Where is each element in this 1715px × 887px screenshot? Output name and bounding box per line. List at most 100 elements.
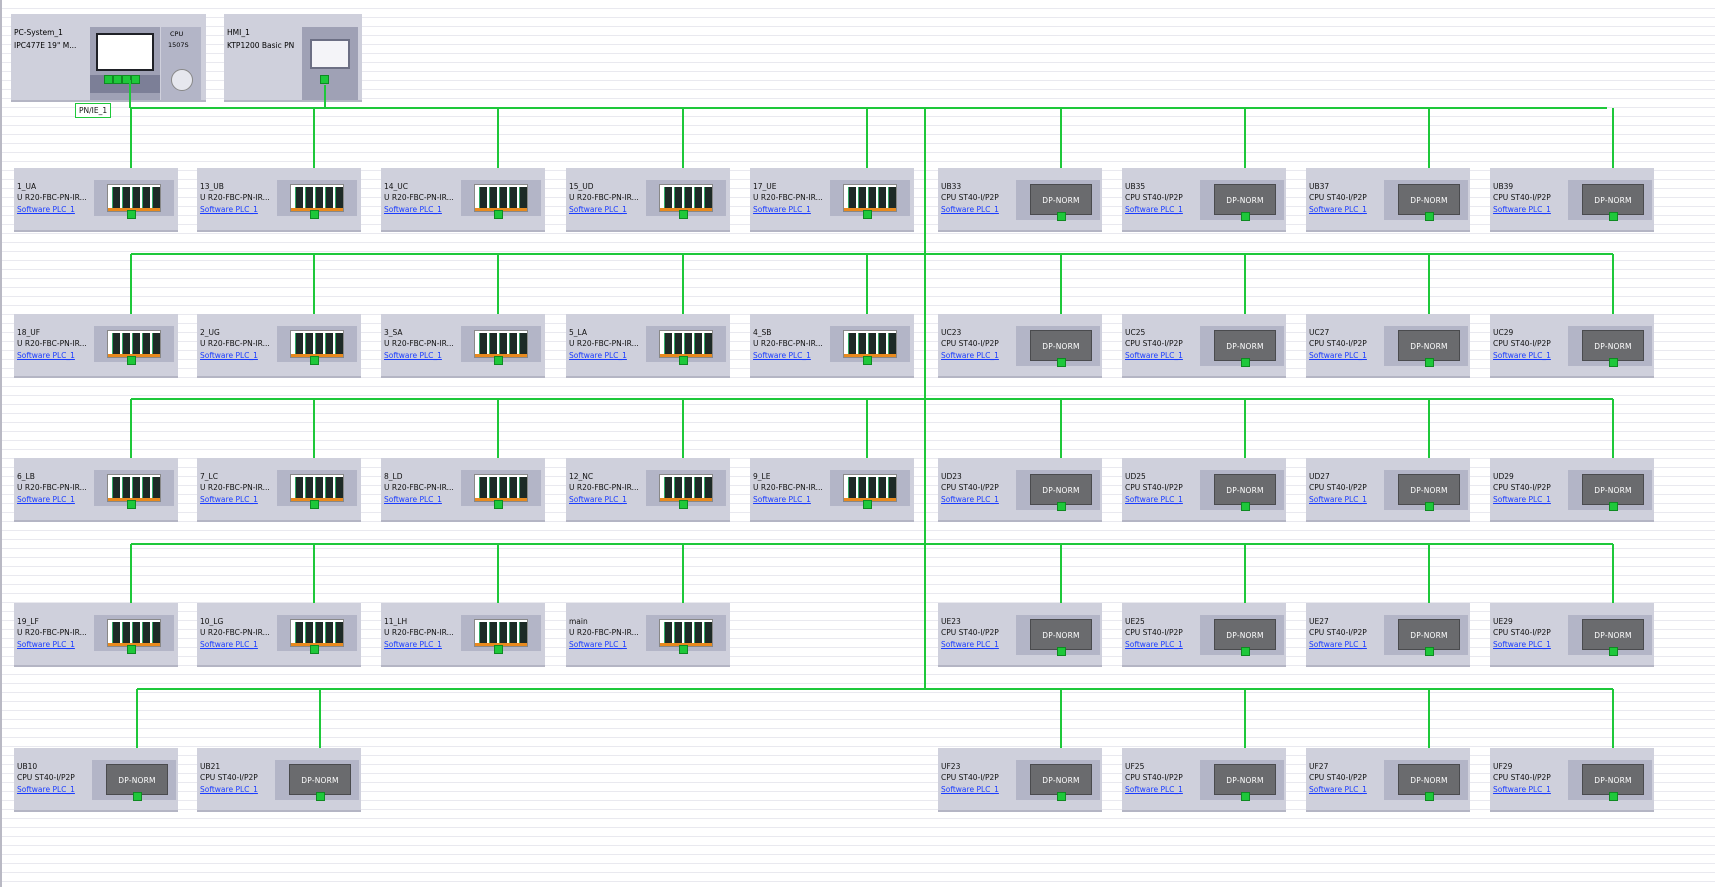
pc-port-2[interactable] [113,75,122,84]
software-plc-link[interactable]: Software PLC_1 [941,785,999,794]
pc-port-4[interactable] [131,75,140,84]
software-plc-link[interactable]: Software PLC_1 [753,495,811,504]
profinet-port[interactable] [1241,502,1250,511]
profinet-port[interactable] [1609,502,1618,511]
profinet-port[interactable] [133,792,142,801]
profinet-port[interactable] [310,645,319,654]
profinet-port[interactable] [1241,792,1250,801]
software-plc-link[interactable]: Software PLC_1 [1493,640,1551,649]
software-plc-link[interactable]: Software PLC_1 [1493,205,1551,214]
profinet-port[interactable] [494,210,503,219]
software-plc-link[interactable]: Software PLC_1 [1125,785,1183,794]
profinet-port[interactable] [863,356,872,365]
software-plc-link[interactable]: Software PLC_1 [200,205,258,214]
profinet-port[interactable] [1425,358,1434,367]
software-plc-link[interactable]: Software PLC_1 [753,205,811,214]
profinet-port[interactable] [679,356,688,365]
software-plc-link[interactable]: Software PLC_1 [569,351,627,360]
profinet-port[interactable] [310,210,319,219]
software-plc-link[interactable]: Software PLC_1 [941,640,999,649]
pc-port-3[interactable] [122,75,131,84]
software-plc-link[interactable]: Software PLC_1 [384,205,442,214]
profinet-port[interactable] [1241,212,1250,221]
software-plc-link[interactable]: Software PLC_1 [1493,351,1551,360]
software-plc-link[interactable]: Software PLC_1 [17,495,75,504]
software-plc-link[interactable]: Software PLC_1 [569,205,627,214]
profinet-port[interactable] [316,792,325,801]
software-plc-link[interactable]: Software PLC_1 [17,640,75,649]
profinet-port[interactable] [1425,792,1434,801]
profinet-port[interactable] [494,645,503,654]
pc-port-1[interactable] [104,75,113,84]
software-plc-link[interactable]: Software PLC_1 [17,351,75,360]
profinet-port[interactable] [679,645,688,654]
profinet-port[interactable] [127,645,136,654]
software-plc-link[interactable]: Software PLC_1 [1125,640,1183,649]
software-plc-link[interactable]: Software PLC_1 [941,495,999,504]
profinet-port[interactable] [1057,212,1066,221]
software-plc-link[interactable]: Software PLC_1 [384,640,442,649]
profinet-port[interactable] [1057,647,1066,656]
profinet-port[interactable] [863,210,872,219]
software-plc-link[interactable]: Software PLC_1 [1309,785,1367,794]
software-plc-link[interactable]: Software PLC_1 [753,351,811,360]
software-plc-link[interactable]: Software PLC_1 [941,351,999,360]
profinet-port[interactable] [1425,502,1434,511]
software-plc-link[interactable]: Software PLC_1 [1309,495,1367,504]
profinet-port[interactable] [1609,647,1618,656]
profinet-port[interactable] [1425,647,1434,656]
profinet-port[interactable] [1057,502,1066,511]
profinet-port[interactable] [310,500,319,509]
device-pc-system[interactable]: PC-System_1 IPC477E 19" M... CPU 1507S [11,14,206,102]
software-plc-link[interactable]: Software PLC_1 [569,495,627,504]
profinet-port[interactable] [1425,212,1434,221]
software-plc-link[interactable]: Software PLC_1 [1493,495,1551,504]
profinet-port[interactable] [1609,212,1618,221]
software-plc-link[interactable]: Software PLC_1 [1309,205,1367,214]
device-hmi[interactable]: HMI_1 KTP1200 Basic PN [224,14,362,102]
profinet-port[interactable] [494,500,503,509]
profinet-port[interactable] [1609,792,1618,801]
hmi-port[interactable] [320,75,329,84]
software-plc-link[interactable]: Software PLC_1 [1125,495,1183,504]
software-plc-link[interactable]: Software PLC_1 [17,785,75,794]
profinet-port[interactable] [1057,792,1066,801]
software-plc-link[interactable]: Software PLC_1 [200,351,258,360]
software-plc-link[interactable]: Software PLC_1 [1125,205,1183,214]
software-plc-link[interactable]: Software PLC_1 [941,205,999,214]
